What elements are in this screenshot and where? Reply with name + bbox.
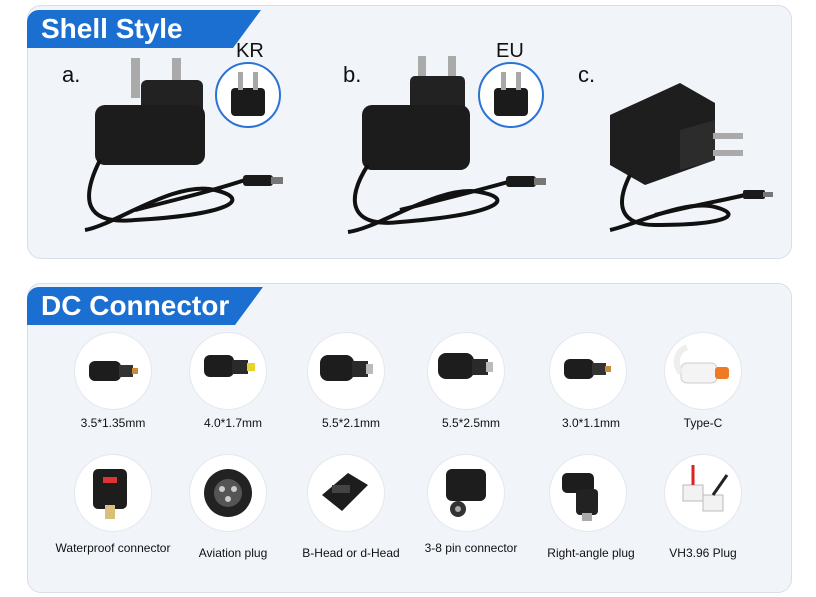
eu-plug-zoom-icon [478, 62, 544, 128]
connector-5-5-2-1-icon [308, 333, 384, 409]
connector-label-10: 3-8 pin connector [424, 541, 518, 555]
pin-connector-icon [428, 455, 504, 531]
connector-label-6: Type-C [683, 416, 723, 430]
connector-label-12: VH3.96 Plug [669, 546, 737, 560]
connector-5-5-2-5-icon [428, 333, 504, 409]
shell-a-plug-type: KR [236, 40, 264, 62]
connector-label-9: B-Head or d-Head [302, 546, 400, 560]
shell-b-letter: b. [343, 62, 362, 87]
aviation-plug-icon [190, 455, 266, 531]
connector-label-5: 3.0*1.1mm [561, 416, 621, 430]
connector-label-11: Right-angle plug [547, 546, 635, 560]
connector-label-1: 3.5*1.35mm [80, 416, 146, 430]
type-c-icon [665, 333, 741, 409]
connector-3-5-1-35-icon [75, 333, 151, 409]
b-head-plug-icon [308, 455, 384, 531]
connector-label-8: Aviation plug [198, 546, 268, 560]
adapter-eu-image [347, 56, 546, 234]
vh3-96-plug-icon [665, 455, 741, 531]
connector-3-0-1-1-icon [550, 333, 626, 409]
dc-connector-heading: DC Connector [27, 287, 263, 325]
connector-label-4: 5.5*2.5mm [441, 416, 501, 430]
shell-c-letter: c. [578, 62, 596, 87]
shell-style-heading: Shell Style [27, 10, 261, 48]
connector-label-7: Waterproof connector [55, 541, 171, 555]
connector-label-2: 4.0*1.7mm [203, 416, 263, 430]
connector-label-3: 5.5*2.1mm [321, 416, 381, 430]
adapter-kr-image [84, 58, 283, 232]
waterproof-connector-icon [75, 455, 151, 531]
shell-b-plug-type: EU [496, 40, 524, 62]
connector-4-0-1-7-icon [190, 333, 266, 409]
right-angle-plug-icon [550, 455, 626, 531]
adapter-c-image [609, 83, 773, 232]
shell-a-letter: a. [62, 62, 81, 87]
dc-connector-panel [27, 283, 792, 593]
kr-plug-zoom-icon [215, 62, 281, 128]
